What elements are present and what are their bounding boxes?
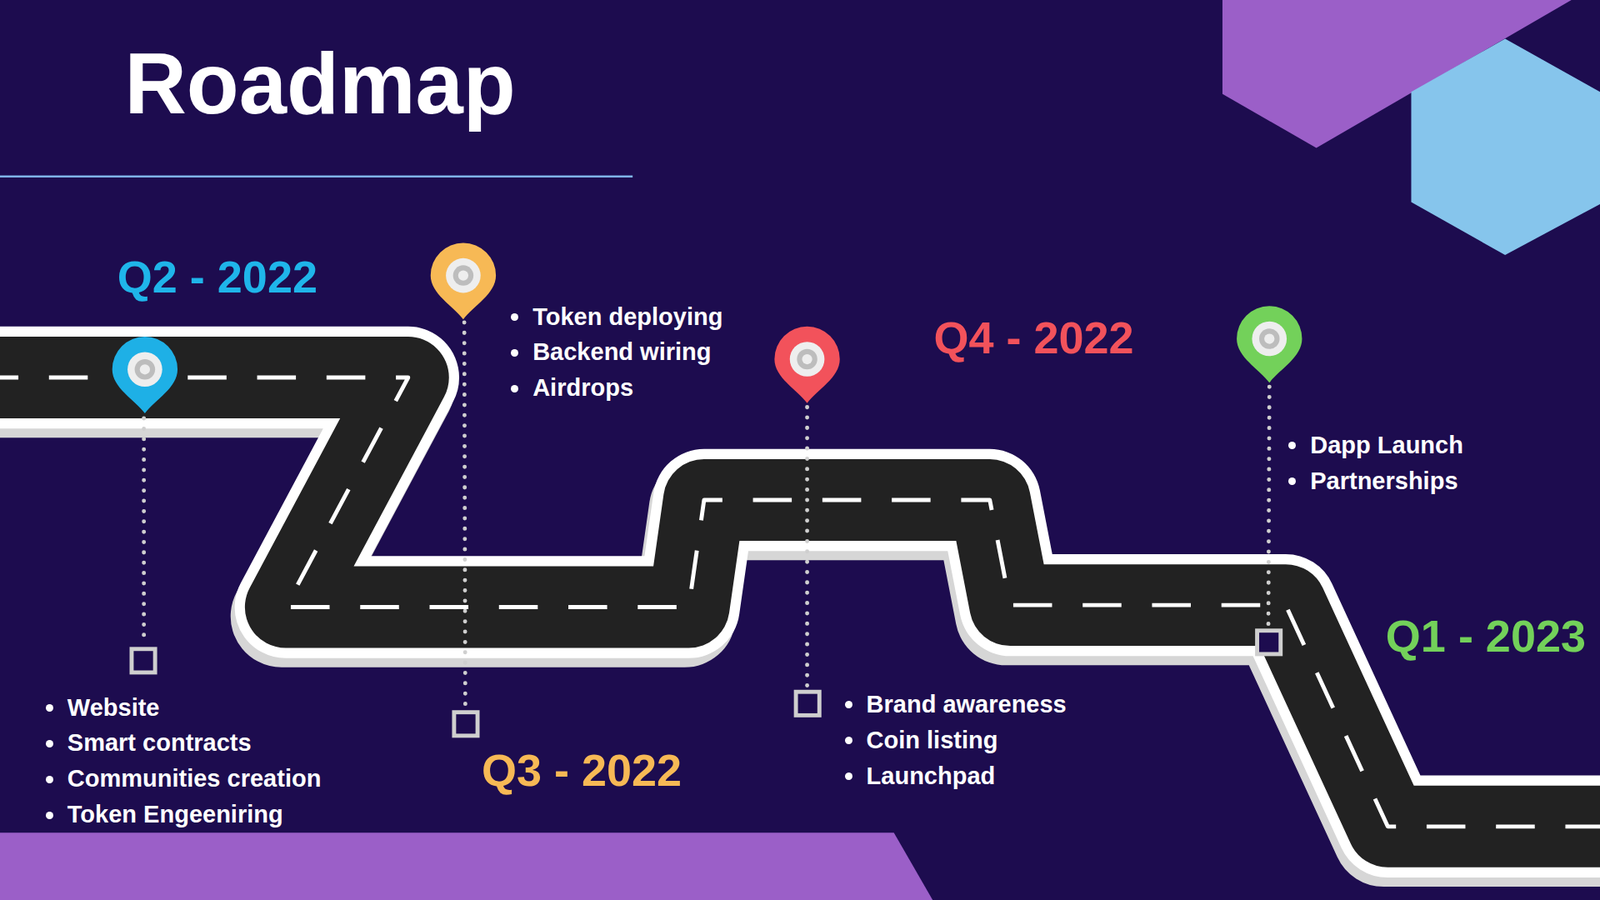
milestone-item: Token deploying <box>532 301 723 332</box>
page-title: Roadmap <box>124 32 515 136</box>
square-marker <box>131 649 155 673</box>
map-pin <box>774 326 840 404</box>
milestone-item: Airdrops <box>532 372 634 403</box>
leaders <box>144 322 1270 706</box>
bullet-dot <box>845 736 853 745</box>
quarter-label: Q1 - 2023 <box>1385 609 1586 663</box>
quarter-label: Q2 - 2022 <box>117 250 318 304</box>
leader-line <box>805 407 810 686</box>
bullet-dot <box>1288 441 1296 450</box>
milestone-item: Partnerships <box>1310 465 1458 496</box>
square-marker <box>795 691 820 715</box>
bullet-dot <box>510 349 519 357</box>
milestone-item: Smart contracts <box>67 727 252 758</box>
road <box>0 377 1600 836</box>
milestone-item: Launchpad <box>866 760 996 791</box>
milestone-item: Brand awareness <box>866 689 1067 720</box>
quarter-label: Q3 - 2022 <box>481 743 682 797</box>
milestone-item: Backend wiring <box>532 336 711 367</box>
square-marker <box>454 712 478 736</box>
milestone-item: Website <box>67 692 160 723</box>
map-pin <box>1236 305 1302 383</box>
hexagon-shape <box>1410 39 1600 256</box>
title-rule <box>0 175 633 178</box>
bullet-dot <box>845 700 853 709</box>
milestone-item: Token Engeeniring <box>67 799 284 830</box>
map-pin <box>112 336 178 414</box>
quarter-label: Q4 - 2022 <box>933 310 1134 365</box>
milestone-item: Dapp Launch <box>1310 430 1464 460</box>
road-edge <box>0 377 1600 827</box>
bottom-band <box>0 832 933 900</box>
bullet-dot <box>510 313 519 321</box>
leader-line <box>1268 386 1270 625</box>
bullet-dot <box>45 704 54 712</box>
bullet-dot <box>845 772 853 780</box>
leader-line <box>141 418 146 643</box>
map-pin <box>430 242 496 320</box>
bullet-dot <box>45 811 54 820</box>
bullet-dot <box>1288 477 1296 485</box>
markers <box>131 630 1281 736</box>
road-surface <box>0 377 1600 827</box>
road-dashes <box>0 377 1600 827</box>
milestone-item: Coin listing <box>866 725 999 755</box>
bullet-dot <box>45 740 54 748</box>
square-marker <box>1257 630 1281 655</box>
bullet-dot <box>510 385 519 393</box>
bullet-dot <box>45 775 54 784</box>
leader-line <box>464 322 465 706</box>
milestone-item: Communities creation <box>67 763 322 794</box>
